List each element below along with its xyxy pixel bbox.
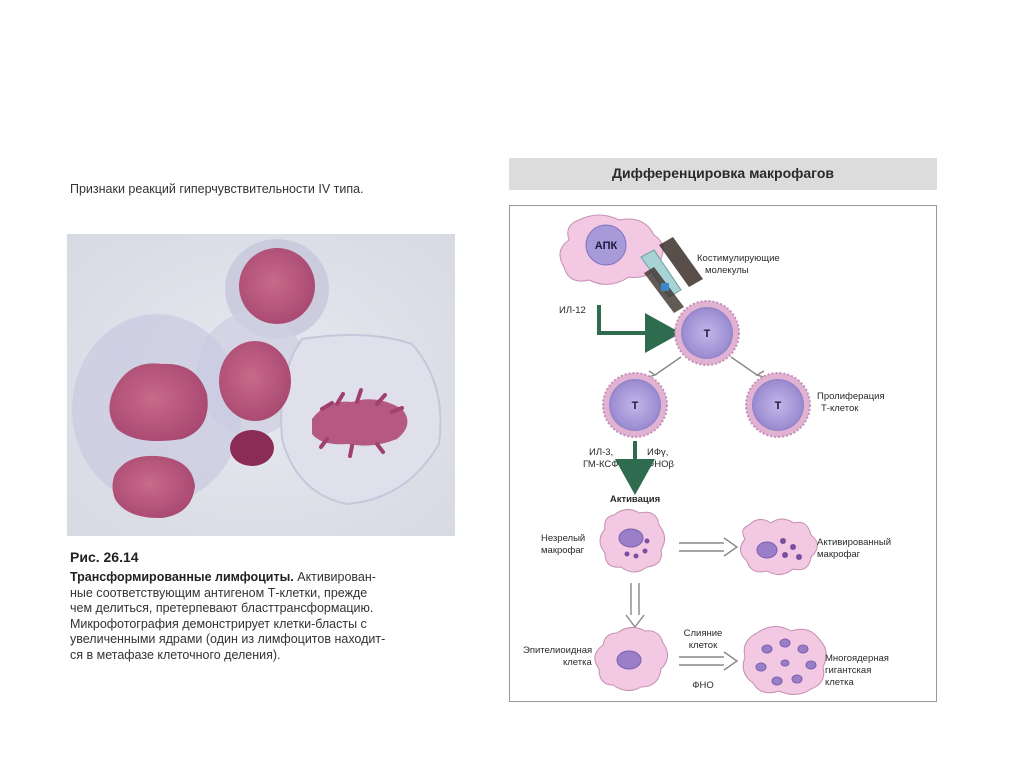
activated-macrophage-cell: [740, 518, 818, 575]
ifg-label: ИФγ,: [647, 447, 668, 458]
costim-label-1: Костимулирующие: [697, 253, 780, 264]
epithelioid-nucleus: [616, 650, 642, 670]
macrophage-differentiation-diagram: АПК Костимулирующие молекулы ИЛ-12 Т Т Т…: [523, 214, 891, 695]
split-arrow-right: [730, 356, 758, 376]
giant-label-1: Многоядерная: [825, 653, 889, 664]
cell-nucleus: [219, 341, 291, 421]
diagram-frame: [509, 205, 937, 702]
t-cell-daughter-right: [752, 379, 804, 431]
cell-nucleus: [230, 430, 274, 466]
t-cell-label: Т: [775, 400, 782, 412]
apc-nucleus: [585, 224, 627, 266]
giant-label-3: клетка: [825, 677, 854, 688]
activation-label: Активация: [610, 494, 660, 505]
cell-nucleus: [112, 455, 195, 519]
caption-line: чем делиться, претерпевают бласттрансфор…: [70, 601, 374, 616]
activated-label-1: Активированный: [817, 537, 891, 548]
epithelioid-label-1: Эпителиоидная: [523, 645, 592, 656]
cell-nucleus: [109, 363, 208, 442]
caption-heading: Трансформированные лимфоциты.: [70, 570, 294, 584]
proliferation-label-2: Т-клеток: [821, 403, 859, 414]
left-figure-title: Признаки реакций гиперчувствительности I…: [70, 182, 364, 196]
il12-arrow: [597, 305, 681, 353]
il12-label: ИЛ-12: [559, 305, 586, 316]
proliferation-label-1: Пролиферация: [817, 391, 885, 402]
caption-line: Микрофотография демонстрирует клетки-бла…: [70, 616, 367, 631]
metaphase-chromosomes: [312, 399, 408, 446]
gmcsf-label: ГМ-КСФ: [583, 459, 619, 470]
apc-label: АПК: [595, 240, 618, 252]
t-cell-daughter-left: [609, 379, 661, 431]
immature-label-1: Незрелый: [541, 533, 585, 544]
il3-label: ИЛ-3,: [589, 447, 613, 458]
fusion-label-1: Слияние: [684, 628, 723, 639]
figure-number: Рис. 26.14: [70, 549, 139, 565]
activated-label-2: макрофаг: [817, 549, 861, 560]
t-cell-label: Т: [632, 400, 639, 412]
caption-line: Активирован-: [293, 570, 376, 584]
maturation-arrow: [679, 537, 739, 557]
diagram-title-banner: [509, 158, 937, 190]
caption-line: ные соответствующим антигеном Т-клетки, …: [70, 585, 368, 600]
epithelioid-label-2: клетка: [563, 657, 592, 668]
giant-label-2: гигантская: [825, 665, 871, 676]
diagram-title: Дифференцировка макрофагов: [612, 165, 834, 181]
tnfb-label: ФНОβ: [647, 459, 674, 470]
micrograph-image: [67, 234, 455, 536]
figure-caption: Трансформированные лимфоциты. Активирова…: [70, 570, 466, 664]
costimulatory-molecules: [640, 237, 703, 313]
activated-macrophage-nucleus: [756, 541, 778, 559]
fusion-arrow: [679, 651, 739, 671]
fusion-label-2: клеток: [689, 640, 718, 651]
epithelioid-arrow: [625, 583, 645, 629]
immature-label-2: макрофаг: [541, 545, 585, 556]
immature-macrophage-nucleus: [618, 528, 644, 548]
costim-label-2: молекулы: [705, 265, 749, 276]
split-arrow-left: [654, 356, 682, 376]
caption-line: увеличенными ядрами (один из лимфоцитов …: [70, 632, 386, 647]
cell-nucleus: [239, 248, 315, 324]
t-cell-label: Т: [704, 328, 711, 340]
tnf-label: ФНО: [692, 680, 713, 691]
giant-cell-nuclei: [755, 638, 817, 686]
caption-line: ся в метафазе клеточного деления).: [70, 647, 281, 662]
t-cell-activated: [681, 307, 733, 359]
